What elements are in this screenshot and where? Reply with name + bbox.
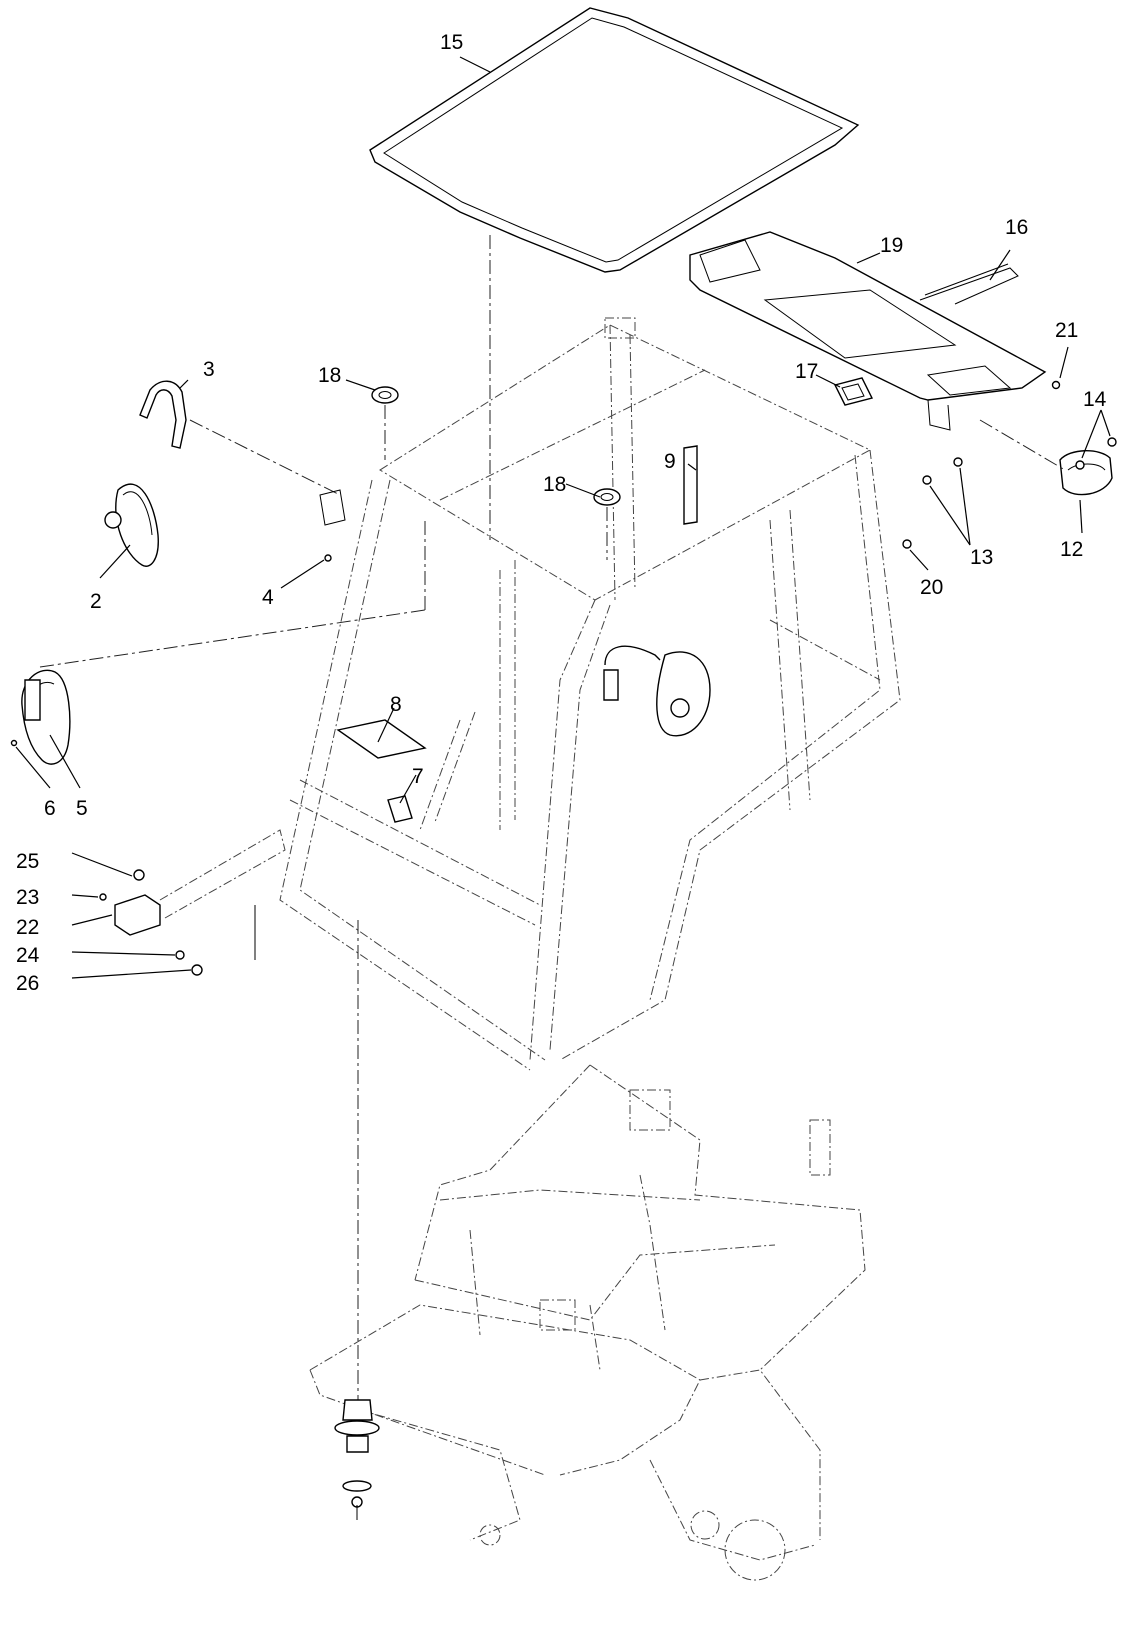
- mirror-bracket-left: [319, 489, 346, 562]
- mirror-front-left: [10, 669, 71, 765]
- callout-2: 2: [90, 590, 102, 613]
- callout-13: 13: [970, 546, 993, 569]
- cab-frame: [279, 317, 901, 1071]
- callout-5: 5: [76, 797, 88, 820]
- callout-6: 6: [44, 797, 56, 820]
- callout-4: 4: [262, 586, 274, 609]
- callout-26: 26: [16, 972, 39, 995]
- isolator-mount: [334, 1399, 380, 1520]
- callout-25: 25: [16, 850, 39, 873]
- callout-19: 19: [880, 234, 903, 257]
- bolt-13a: [922, 475, 932, 485]
- chassis-frame: [309, 1064, 866, 1581]
- roof-seal: [369, 7, 860, 273]
- mirror-left: [104, 483, 159, 567]
- callout-24: 24: [16, 944, 40, 967]
- leader-lines: [15, 56, 1111, 979]
- nut-26: [191, 964, 203, 976]
- decal-8: [336, 719, 427, 759]
- callout-18-left: 18: [318, 364, 341, 387]
- screw-23: [99, 893, 107, 901]
- clamp: [1059, 450, 1113, 496]
- screw-14a: [1075, 460, 1085, 470]
- washer-24: [175, 950, 185, 960]
- u-bolt: [919, 263, 1019, 305]
- callout-20: 20: [920, 576, 943, 599]
- bolt-25: [133, 869, 145, 881]
- callout-22: 22: [16, 916, 39, 939]
- decal-7: [387, 795, 413, 823]
- lower-bracket: [114, 829, 286, 936]
- callout-9: 9: [664, 450, 676, 473]
- seal-pad: [833, 377, 874, 406]
- callout-7: 7: [412, 765, 424, 788]
- callout-17: 17: [795, 360, 818, 383]
- mirror-arm-centerline: [189, 419, 341, 496]
- mirror-arm: [139, 380, 187, 449]
- callout-12: 12: [1060, 538, 1083, 561]
- grommet-left: [371, 386, 399, 404]
- callout-15: 15: [440, 31, 463, 54]
- bolt-13b: [953, 457, 963, 467]
- callout-21: 21: [1055, 319, 1078, 342]
- roof-bracket: [689, 231, 1047, 431]
- screw-14b: [1107, 437, 1117, 447]
- washer-20: [902, 539, 912, 549]
- clamp-centerline: [979, 419, 1066, 471]
- callout-23: 23: [16, 886, 39, 909]
- callout-8: 8: [390, 693, 402, 716]
- callout-3: 3: [203, 358, 215, 381]
- callout-18-center: 18: [543, 473, 566, 496]
- nut-21: [1051, 380, 1061, 390]
- callout-16: 16: [1005, 216, 1028, 239]
- grommet-center: [593, 488, 621, 506]
- decal-9: [683, 445, 698, 525]
- callout-14: 14: [1083, 388, 1107, 411]
- mirror-right: [603, 645, 711, 737]
- mirror-front-centerline: [39, 609, 426, 668]
- callouts: 15 16 19 21 14 3 18 17 9 18 13 12 20 2 4…: [16, 31, 1107, 995]
